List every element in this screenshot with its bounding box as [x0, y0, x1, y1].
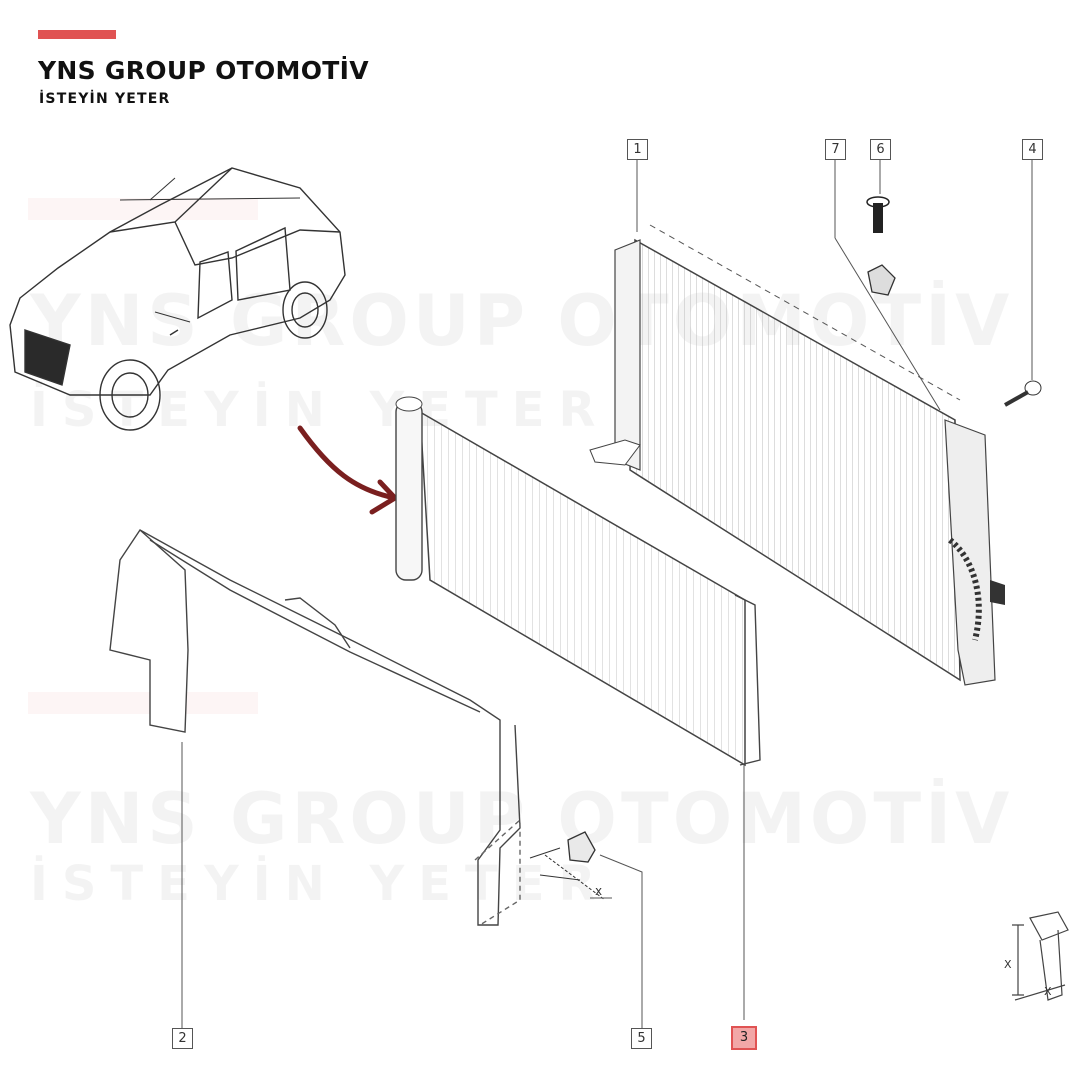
bolt-dimension-label-left: X [1004, 958, 1012, 971]
condenser-part-3 [395, 396, 761, 767]
vehicle-sketch [9, 167, 346, 431]
watermark-bar-top [28, 198, 258, 220]
watermark-bar-bottom [28, 692, 258, 714]
bolt-dimension-detail [1012, 911, 1069, 1001]
callout-2: 2 [172, 1028, 193, 1049]
callout-3-highlighted: 3 [731, 1026, 757, 1050]
bolt-part-4 [1004, 380, 1042, 407]
frame-part-2 [109, 528, 521, 926]
watermark-subtitle-top: İSTEYİN YETER [30, 382, 610, 438]
watermark-title-top: YNS GROUP OTOMOTİV [30, 280, 1013, 362]
callout-5: 5 [631, 1028, 652, 1049]
bolt-dimension-label-bottom: X [1044, 985, 1052, 998]
callout-6: 6 [870, 139, 891, 160]
clip-dimension-label: x [595, 884, 603, 898]
watermark-subtitle-bottom: İSTEYİN YETER [30, 856, 610, 912]
callout-7: 7 [825, 139, 846, 160]
screw-part-6 [866, 196, 890, 233]
leader-lines [181, 160, 1033, 1028]
brand-title: YNS GROUP OTOMOTİV [38, 56, 369, 85]
callout-1: 1 [627, 139, 648, 160]
highlight-arrow [297, 425, 398, 515]
brand-accent-bar [38, 30, 116, 39]
radiator-part-1 [589, 224, 1005, 686]
brand-subtitle: İSTEYİN YETER [39, 91, 171, 107]
callout-4: 4 [1022, 139, 1043, 160]
sensor-part-5 [529, 831, 606, 901]
clip-part-7 [867, 264, 896, 296]
